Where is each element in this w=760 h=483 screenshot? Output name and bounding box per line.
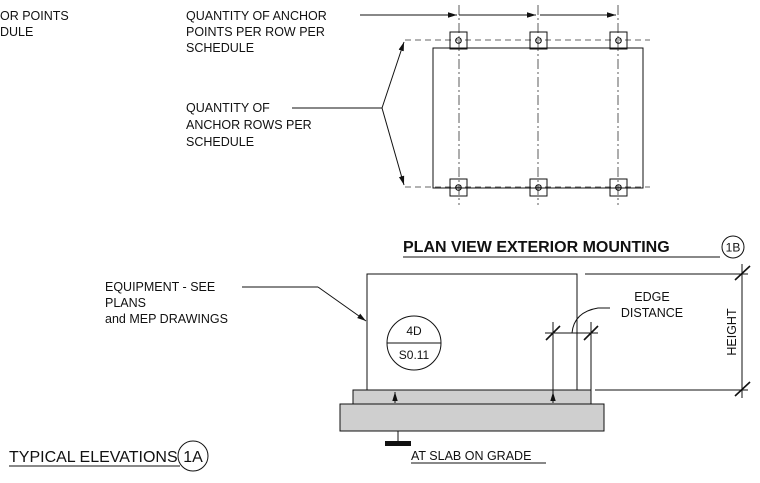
plan-view-tag-bubble (721, 235, 745, 259)
svg-text:DISTANCE: DISTANCE (621, 306, 683, 320)
detail-callout-number: 4D (406, 324, 422, 338)
plan-view-title-block: PLAN VIEW EXTERIOR MOUNTING 1B (403, 235, 745, 259)
anchor-points-per-row-note: QUANTITY OF ANCHOR POINTS PER ROW PER SC… (186, 9, 327, 55)
height-label: HEIGHT (725, 308, 739, 356)
svg-text:OR POINTS: OR POINTS (0, 9, 69, 23)
edge-dist-leader (571, 307, 610, 334)
anchor-plate (449, 178, 468, 197)
equipment-note: EQUIPMENT - SEE PLANS and MEP DRAWINGS (105, 280, 228, 326)
elevation-tag: 1A (183, 449, 203, 466)
height-tick-top (734, 265, 751, 281)
anchor-plate (609, 31, 628, 50)
svg-text:QUANTITY OF ANCHOR: QUANTITY OF ANCHOR (186, 9, 327, 23)
anchor-plate (609, 178, 628, 197)
anchor-rows-note: QUANTITY OF ANCHOR ROWS PER SCHEDULE (186, 101, 312, 149)
anchor-rows-arrow-bottom (381, 107, 405, 186)
height-tick-bottom (734, 381, 751, 397)
edge-distance-note: EDGE DISTANCE (621, 290, 683, 320)
anchor-rows-arrow-top (381, 41, 405, 109)
equipment-pad (352, 389, 592, 405)
anchor-points-cut-note: OR POINTS DULE (0, 9, 69, 39)
slab-note: AT SLAB ON GRADE (411, 449, 531, 463)
anchor-plate (449, 31, 468, 50)
plan-view-tag: 1B (726, 241, 741, 255)
anchor-plate (529, 31, 548, 50)
svg-text:EDGE: EDGE (634, 290, 669, 304)
svg-text:SCHEDULE: SCHEDULE (186, 135, 254, 149)
svg-text:POINTS PER ROW PER: POINTS PER ROW PER (186, 25, 325, 39)
svg-text:EQUIPMENT - SEE: EQUIPMENT - SEE (105, 280, 215, 294)
svg-text:QUANTITY OF: QUANTITY OF (186, 101, 270, 115)
svg-text:PLANS: PLANS (105, 296, 146, 310)
slab-on-grade (339, 403, 605, 432)
elevation-tag-bubble (177, 440, 209, 472)
anchor-plate (529, 178, 548, 197)
edge-dist-tick-left (545, 325, 561, 341)
elevation-equipment-outline (366, 273, 578, 391)
elevation-title: TYPICAL ELEVATIONS (9, 449, 178, 466)
svg-text:SCHEDULE: SCHEDULE (186, 41, 254, 55)
plan-view: QUANTITY OF ANCHOR POINTS PER ROW PER SC… (186, 5, 650, 205)
elevation-title-block: TYPICAL ELEVATIONS 1A (9, 440, 209, 472)
svg-text:ANCHOR ROWS PER: ANCHOR ROWS PER (186, 118, 312, 132)
svg-text:DULE: DULE (0, 25, 33, 39)
detail-callout-sheet: S0.11 (399, 348, 430, 362)
equipment-leader-arrow (317, 286, 367, 322)
elevation-view: HEIGHT EDGE DISTANCE EQUIPMENT - SEE PLA… (105, 264, 751, 464)
plan-view-title: PLAN VIEW EXTERIOR MOUNTING (403, 239, 670, 256)
edge-dist-tick-right (583, 325, 599, 341)
svg-text:and MEP DRAWINGS: and MEP DRAWINGS (105, 312, 228, 326)
detail-callout-bubble[interactable]: 4D S0.11 (386, 315, 442, 371)
